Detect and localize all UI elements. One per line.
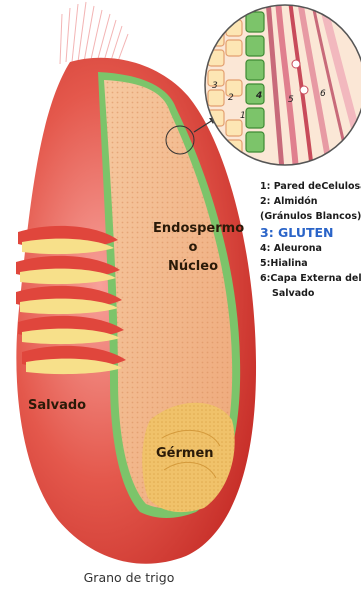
endosperm-label-line1: Endospermo xyxy=(153,221,233,236)
legend: 1: Pared deCelulosa 2: Almidón (Gránulos… xyxy=(260,180,361,302)
legend-item-hyaline: 5:Hialina xyxy=(260,257,361,272)
caption: Grano de trigo xyxy=(0,570,258,585)
endosperm-label-line3: Núcleo xyxy=(153,259,233,274)
inset-number-2: 2 xyxy=(228,93,234,103)
magnified-inset: 3 2 1 4 5 6 xyxy=(200,0,361,170)
legend-item-cellulose-wall: 1: Pared deCelulosa xyxy=(260,180,361,195)
legend-item-outer-bran-cont: Salvado xyxy=(260,287,361,302)
legend-item-starch-note: (Gránulos Blancos) xyxy=(260,210,361,225)
germ-label: Gérmen xyxy=(156,446,214,461)
legend-item-starch: 2: Almidón xyxy=(260,195,361,210)
bran-label: Salvado xyxy=(28,398,86,413)
inset-number-1: 1 xyxy=(240,111,246,121)
inset-number-6: 6 xyxy=(320,89,326,99)
endosperm-label-line2: o xyxy=(153,240,233,255)
inset-number-4: 4 xyxy=(255,91,262,101)
endosperm-label: Endospermo o Núcleo xyxy=(153,221,233,274)
legend-item-outer-bran: 6:Capa Externa del xyxy=(260,272,361,287)
legend-item-gluten: 3: GLUTEN xyxy=(260,224,361,242)
inset-number-3: 3 xyxy=(212,81,218,91)
legend-item-aleurone: 4: Aleurona xyxy=(260,242,361,257)
inset-number-5: 5 xyxy=(288,95,294,105)
